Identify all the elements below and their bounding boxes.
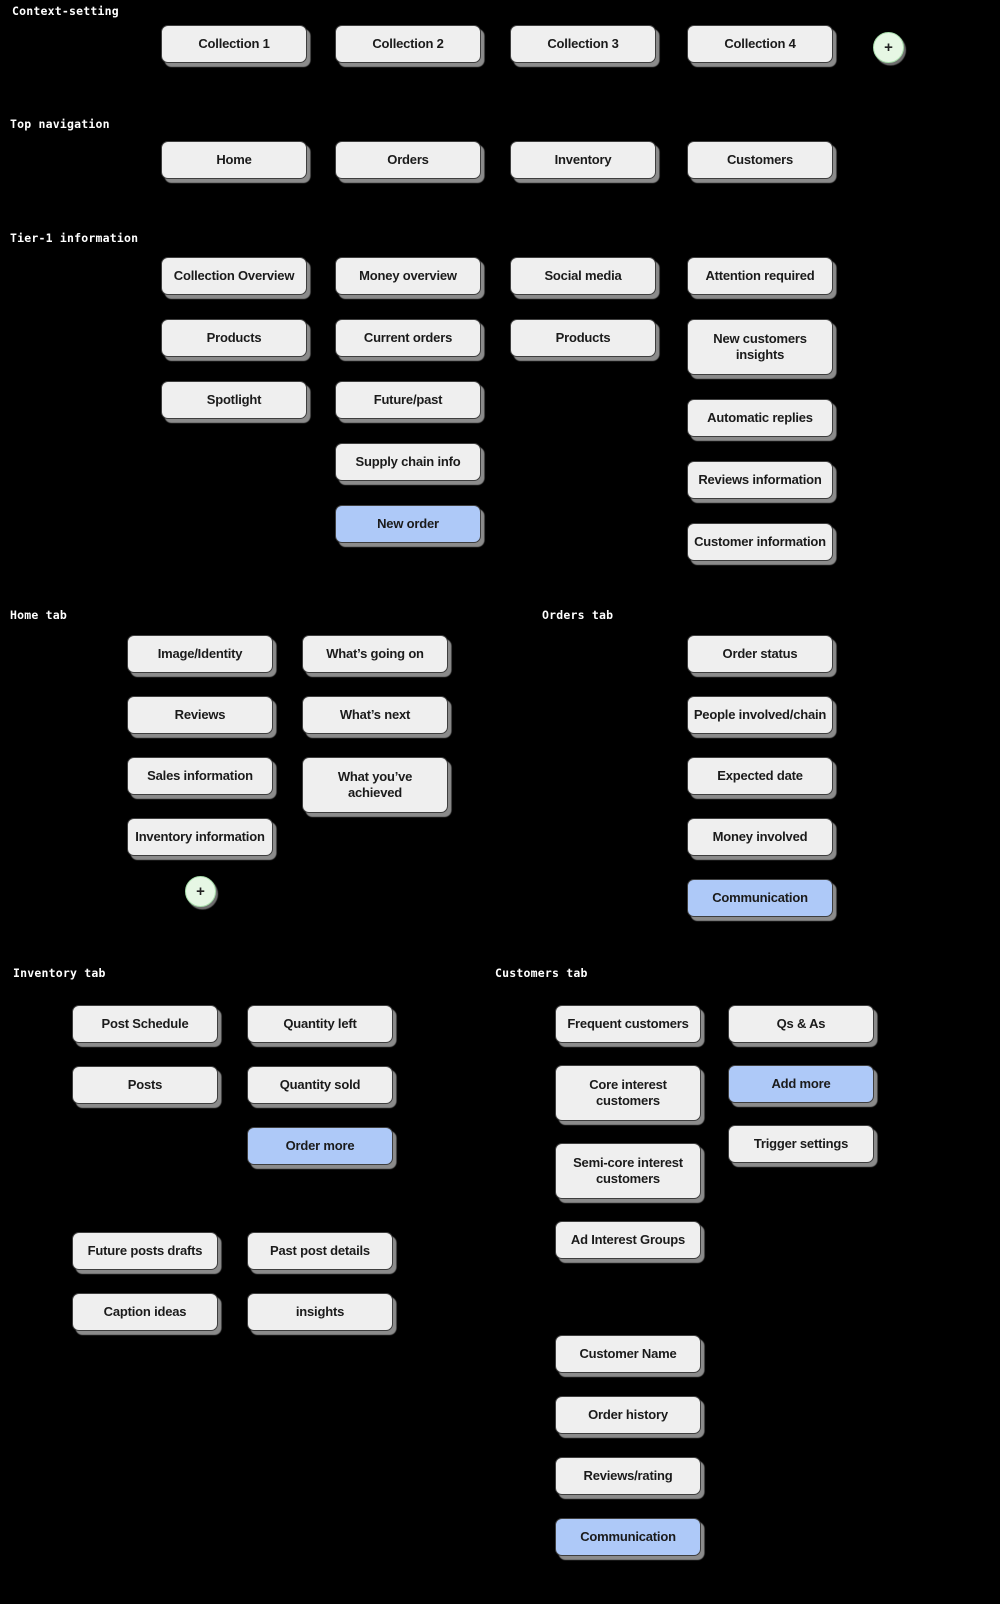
orders-expected-date-card[interactable]: Expected date	[687, 757, 833, 795]
collection-3-card[interactable]: Collection 3	[510, 25, 656, 63]
customers-customer-name-card[interactable]: Customer Name	[555, 1335, 701, 1373]
customers-trigger-settings-card[interactable]: Trigger settings	[728, 1125, 874, 1163]
customers-add-more-card[interactable]: Add more	[728, 1065, 874, 1103]
customers-communication-card[interactable]: Communication	[555, 1518, 701, 1556]
tier1-reviews-information-card[interactable]: Reviews information	[687, 461, 833, 499]
tier1-automatic-replies-card[interactable]: Automatic replies	[687, 399, 833, 437]
orders-communication-card[interactable]: Communication	[687, 879, 833, 917]
add-collection-button[interactable]: +	[873, 32, 904, 63]
customers-ad-interest-groups-card[interactable]: Ad Interest Groups	[555, 1221, 701, 1259]
home-what-youve-achieved-card[interactable]: What you’ve achieved	[302, 757, 448, 813]
inventory-insights-card[interactable]: insights	[247, 1293, 393, 1331]
tier1-supply-chain-info-card[interactable]: Supply chain info	[335, 443, 481, 481]
inventory-post-schedule-card[interactable]: Post Schedule	[72, 1005, 218, 1043]
nav-customers-card[interactable]: Customers	[687, 141, 833, 179]
section-label-inventory-tab: Inventory tab	[13, 966, 106, 980]
inventory-order-more-card[interactable]: Order more	[247, 1127, 393, 1165]
tier1-money-overview-card[interactable]: Money overview	[335, 257, 481, 295]
home-inventory-information-card[interactable]: Inventory information	[127, 818, 273, 856]
home-whats-next-card[interactable]: What’s next	[302, 696, 448, 734]
orders-people-involved-chain-card[interactable]: People involved/chain	[687, 696, 833, 734]
collection-1-card[interactable]: Collection 1	[161, 25, 307, 63]
nav-inventory-card[interactable]: Inventory	[510, 141, 656, 179]
inventory-caption-ideas-card[interactable]: Caption ideas	[72, 1293, 218, 1331]
tier1-current-orders-card[interactable]: Current orders	[335, 319, 481, 357]
plus-icon: +	[196, 883, 205, 900]
tier1-new-customers-insights-card[interactable]: New customers insights	[687, 319, 833, 375]
section-label-customers-tab: Customers tab	[495, 966, 588, 980]
customers-semi-core-interest-customers-card[interactable]: Semi-core interest customers	[555, 1143, 701, 1199]
section-label-orders-tab: Orders tab	[542, 608, 614, 622]
nav-orders-card[interactable]: Orders	[335, 141, 481, 179]
home-sales-information-card[interactable]: Sales information	[127, 757, 273, 795]
customers-frequent-customers-card[interactable]: Frequent customers	[555, 1005, 701, 1043]
home-whats-going-on-card[interactable]: What’s going on	[302, 635, 448, 673]
customers-order-history-card[interactable]: Order history	[555, 1396, 701, 1434]
section-label-home-tab: Home tab	[10, 608, 67, 622]
tier1-spotlight-card[interactable]: Spotlight	[161, 381, 307, 419]
collection-4-card[interactable]: Collection 4	[687, 25, 833, 63]
inventory-past-post-details-card[interactable]: Past post details	[247, 1232, 393, 1270]
section-label-tier1-information: Tier-1 information	[10, 231, 139, 245]
tier1-customer-information-card[interactable]: Customer information	[687, 523, 833, 561]
inventory-quantity-left-card[interactable]: Quantity left	[247, 1005, 393, 1043]
tier1-new-order-card[interactable]: New order	[335, 505, 481, 543]
inventory-quantity-sold-card[interactable]: Quantity sold	[247, 1066, 393, 1104]
home-image-identity-card[interactable]: Image/Identity	[127, 635, 273, 673]
home-add-button[interactable]: +	[185, 876, 216, 907]
collection-2-card[interactable]: Collection 2	[335, 25, 481, 63]
customers-core-interest-customers-card[interactable]: Core interest customers	[555, 1065, 701, 1121]
orders-money-involved-card[interactable]: Money involved	[687, 818, 833, 856]
section-label-context-setting: Context-setting	[12, 4, 119, 18]
tier1-future-past-card[interactable]: Future/past	[335, 381, 481, 419]
section-label-top-navigation: Top navigation	[10, 117, 110, 131]
inventory-posts-card[interactable]: Posts	[72, 1066, 218, 1104]
customers-reviews-rating-card[interactable]: Reviews/rating	[555, 1457, 701, 1495]
inventory-future-posts-drafts-card[interactable]: Future posts drafts	[72, 1232, 218, 1270]
customers-qs-and-as-card[interactable]: Qs & As	[728, 1005, 874, 1043]
orders-order-status-card[interactable]: Order status	[687, 635, 833, 673]
tier1-products-2-card[interactable]: Products	[510, 319, 656, 357]
plus-icon: +	[884, 39, 893, 56]
tier1-collection-overview-card[interactable]: Collection Overview	[161, 257, 307, 295]
tier1-attention-required-card[interactable]: Attention required	[687, 257, 833, 295]
tier1-social-media-card[interactable]: Social media	[510, 257, 656, 295]
tier1-products-card[interactable]: Products	[161, 319, 307, 357]
home-reviews-card[interactable]: Reviews	[127, 696, 273, 734]
nav-home-card[interactable]: Home	[161, 141, 307, 179]
